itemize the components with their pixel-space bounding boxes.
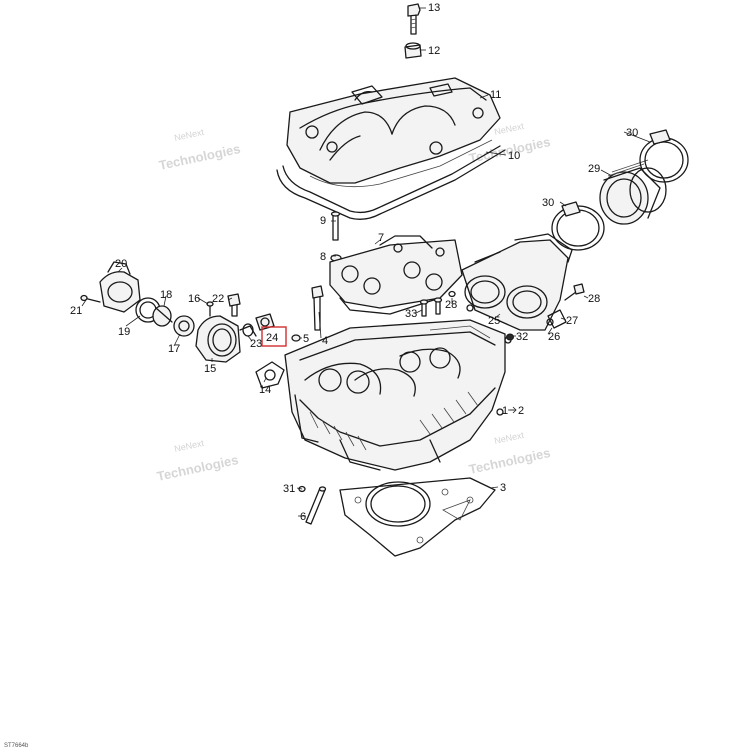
callout-16: 16 — [188, 293, 200, 305]
manifold-insulator-27 — [547, 309, 567, 329]
bolt-33 — [419, 297, 443, 317]
callout-22: 22 — [212, 293, 224, 305]
callout-23: 23 — [250, 338, 262, 350]
callout-25: 25 — [488, 315, 500, 327]
callout-27: 27 — [566, 315, 578, 327]
callout-12: 12 — [428, 45, 440, 57]
washer-12 — [404, 42, 422, 59]
bolt-9 — [330, 211, 341, 241]
bolt-16 — [206, 301, 214, 317]
watermark-text: Technologies — [468, 445, 552, 477]
camshaft-holder — [329, 235, 463, 315]
callout-11: 11 — [490, 89, 501, 101]
bolt-28-right — [564, 283, 585, 301]
cylinder-head-cover — [286, 77, 501, 188]
figure-code: ST7664b — [4, 743, 29, 749]
callout-13: 13 — [428, 2, 440, 14]
callout-4: 4 — [322, 335, 328, 347]
watermark-text: NeNext — [493, 121, 525, 137]
callout-31: 31 — [283, 483, 295, 495]
watermark-mid-right: NeNext Technologies — [468, 430, 552, 477]
callout-3: 3 — [500, 482, 506, 494]
callout-21: 21 — [70, 305, 82, 317]
clamp-30-lower — [551, 201, 605, 251]
callout-5: 5 — [303, 333, 309, 345]
callout-15: 15 — [204, 363, 216, 375]
callout-1: 1 — [502, 405, 508, 417]
bolt-32 — [506, 333, 514, 341]
o-ring-17 — [173, 315, 195, 337]
callout-30-upper: 30 — [626, 127, 638, 139]
callout-32: 32 — [516, 331, 528, 343]
callout-20: 20 — [115, 258, 127, 270]
watermark-mid-left: NeNext Technologies — [156, 438, 240, 484]
callout-30-lower: 30 — [542, 197, 554, 209]
callout-arrow — [510, 406, 517, 414]
watermark-text: NeNext — [173, 127, 205, 143]
gasket-14 — [255, 361, 285, 389]
callout-28-left: 28 — [445, 299, 457, 311]
watermark-text: NeNext — [173, 438, 205, 454]
callout-6: 6 — [300, 511, 306, 523]
callout-17: 17 — [168, 343, 180, 355]
water-outlet-elbow-20 — [99, 261, 141, 313]
o-ring-23 — [242, 323, 254, 337]
callout-8: 8 — [320, 251, 326, 263]
thermostat-housing-15 — [195, 315, 257, 363]
callout-18: 18 — [160, 289, 172, 301]
cover-gasket — [276, 145, 506, 220]
leader-lines — [81, 7, 651, 517]
intake-joint-29 — [599, 159, 667, 225]
callout-19: 19 — [118, 326, 130, 338]
callout-26: 26 — [548, 331, 560, 343]
watermark-top-left: NeNext Technologies — [158, 127, 242, 173]
highlight-box[interactable] — [261, 326, 287, 347]
thermostat-18 — [152, 305, 173, 327]
head-gasket — [339, 477, 496, 557]
bolt-21 — [80, 294, 101, 303]
callout-7: 7 — [378, 232, 384, 244]
bolt-5 — [291, 334, 301, 342]
clamp-30-upper — [639, 129, 689, 183]
sensor-22 — [227, 293, 241, 317]
joint-24 — [255, 313, 275, 331]
watermark-text: Technologies — [156, 452, 240, 484]
callout-29: 29 — [588, 163, 600, 175]
callout-labels: 13 12 11 10 9 8 7 4 33 3 6 31 1 2 30 30 … — [70, 2, 638, 523]
callout-9: 9 — [320, 215, 326, 227]
callout-28-right: 28 — [588, 293, 600, 305]
callout-2: 2 — [518, 405, 524, 417]
watermark-text: Technologies — [158, 141, 242, 173]
bolt-13 — [407, 3, 421, 35]
cylinder-head — [284, 319, 512, 471]
highlighted-callout-24[interactable]: 24 — [261, 326, 287, 347]
bolt-28-left — [448, 290, 456, 298]
callout-10: 10 — [508, 150, 520, 162]
callout-14: 14 — [259, 384, 271, 396]
callout-33: 33 — [405, 308, 417, 320]
callout-24: 24 — [266, 332, 278, 344]
dowel-pin-6 — [305, 486, 327, 525]
bolt-4 — [311, 285, 324, 331]
watermark-text: NeNext — [493, 430, 525, 446]
intake-manifold — [461, 233, 573, 331]
